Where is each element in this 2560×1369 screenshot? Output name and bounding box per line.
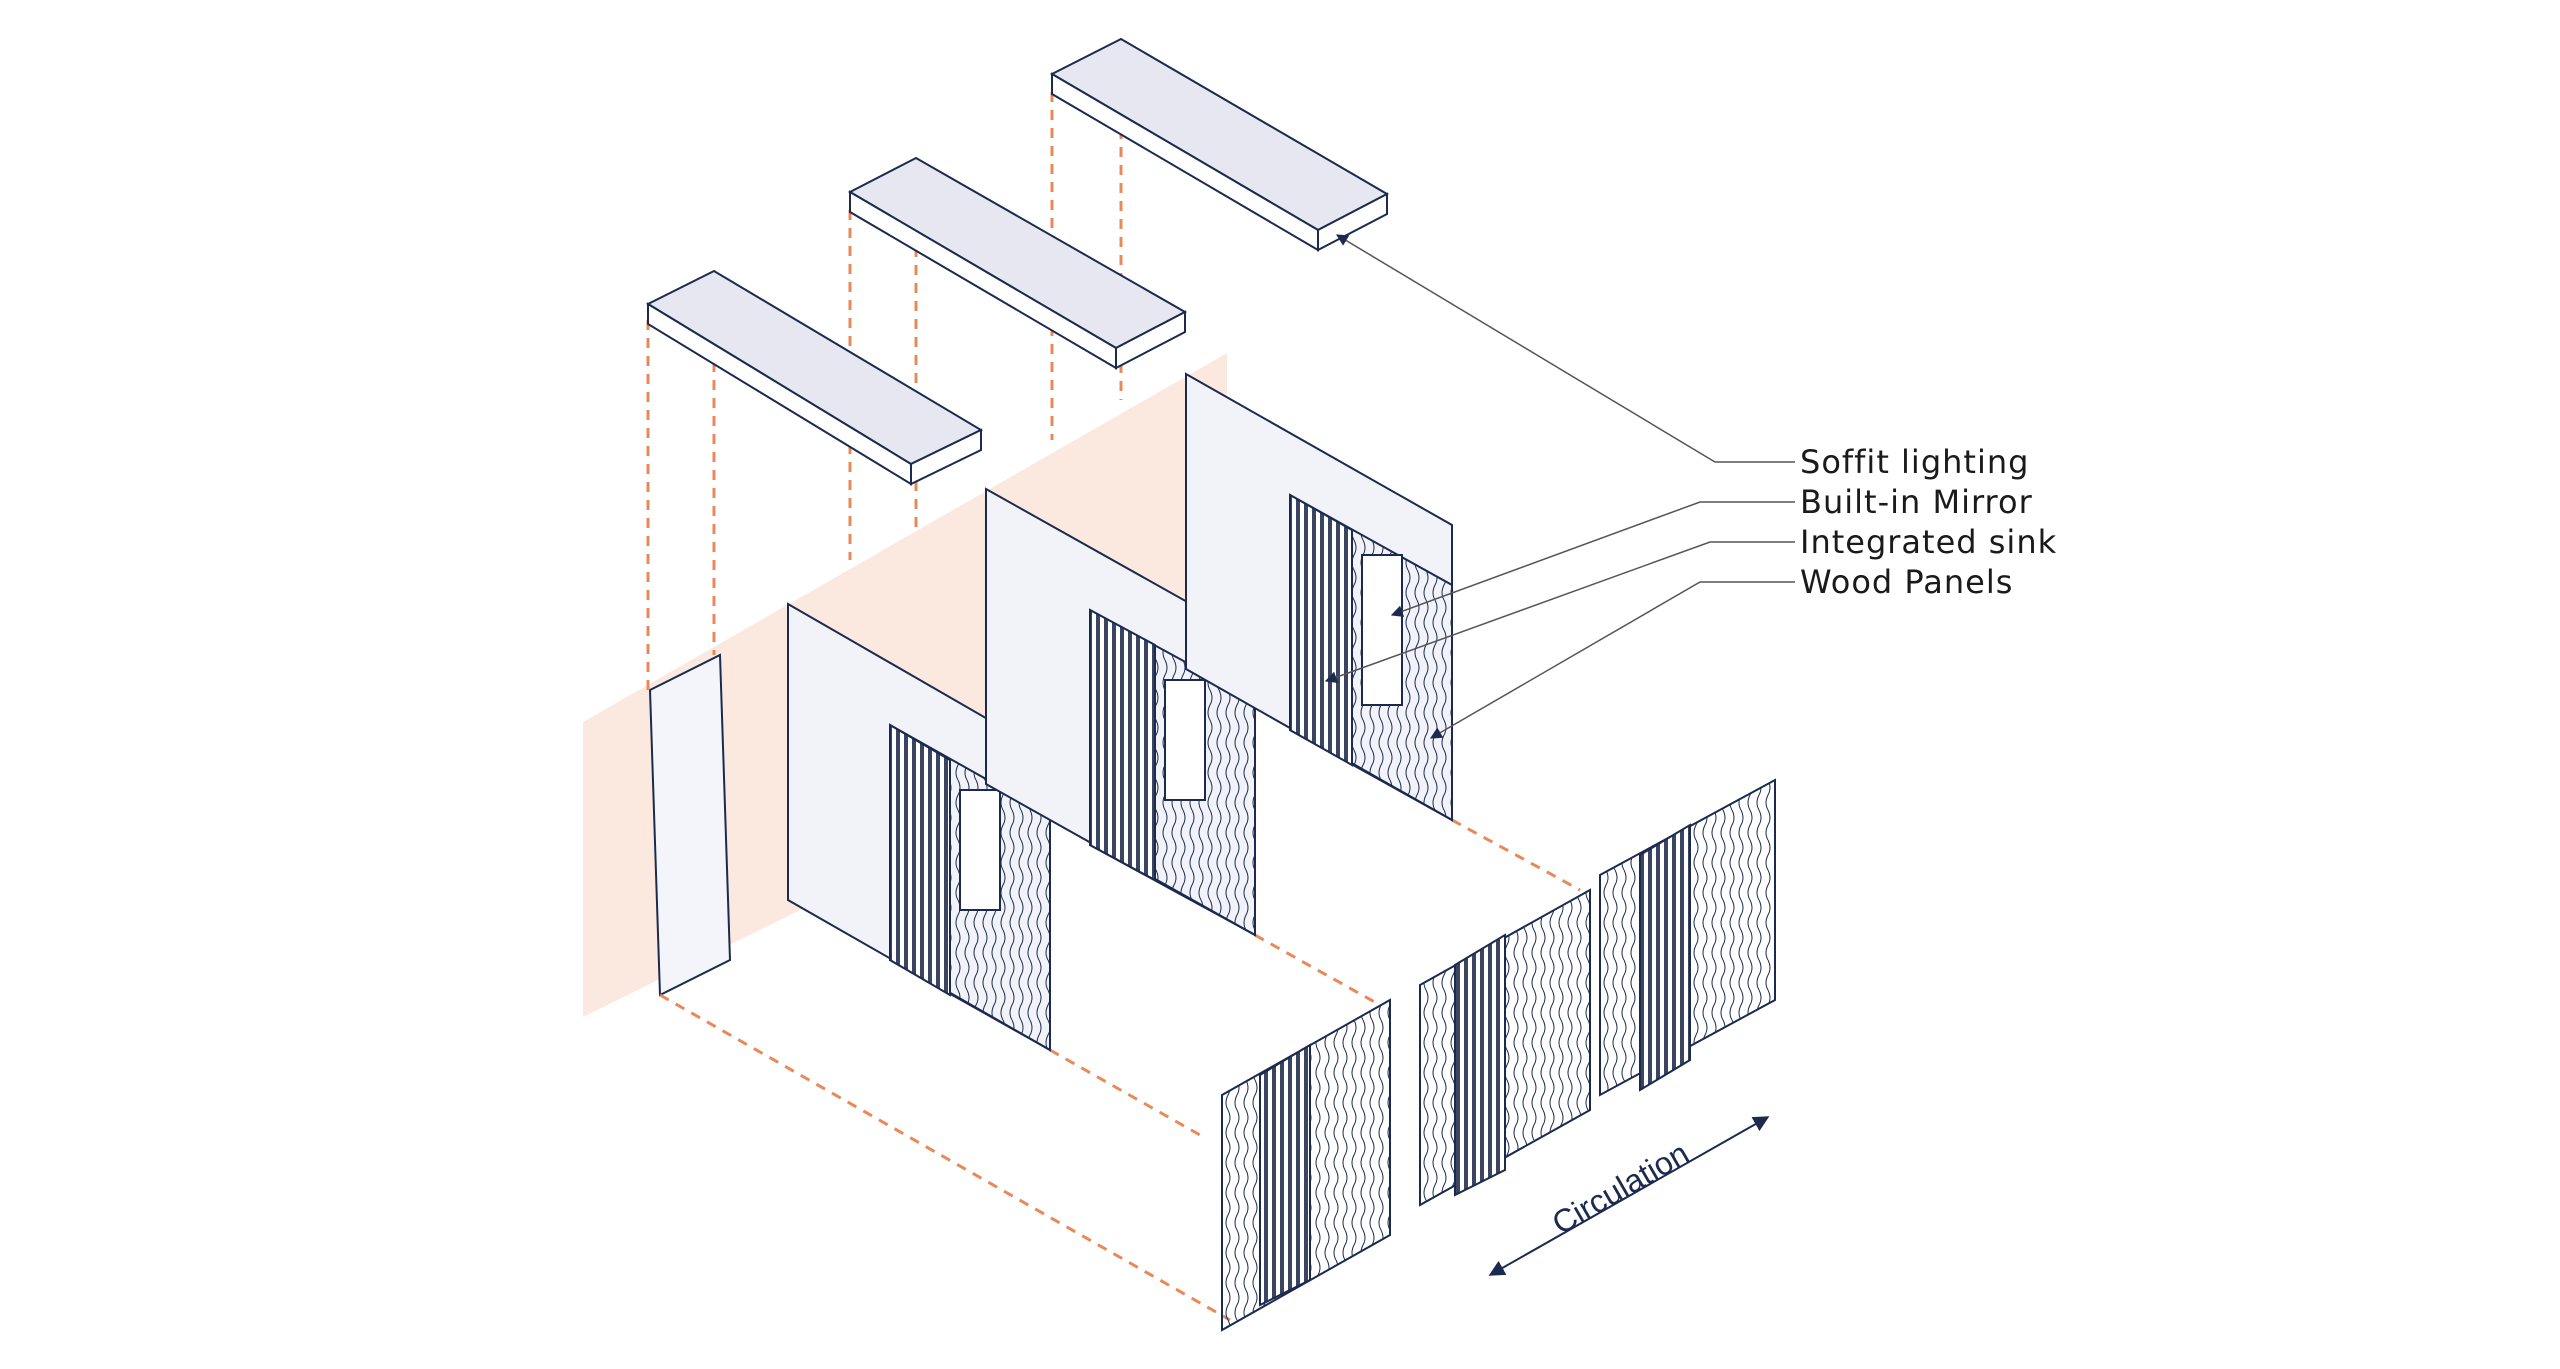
label-built-in-mirror: Built-in Mirror [1800,483,2033,521]
label-soffit-lighting: Soffit lighting [1800,443,2030,481]
soffit-panels [645,37,1390,486]
label-integrated-sink: Integrated sink [1800,523,2058,561]
partitions [787,372,1453,1052]
leader-lines [1324,234,1795,739]
circulation-arrow [1488,1116,1770,1276]
wall-column [648,653,732,997]
front-booths [1221,778,1776,1332]
label-wood-panels: Wood Panels [1800,563,2014,601]
